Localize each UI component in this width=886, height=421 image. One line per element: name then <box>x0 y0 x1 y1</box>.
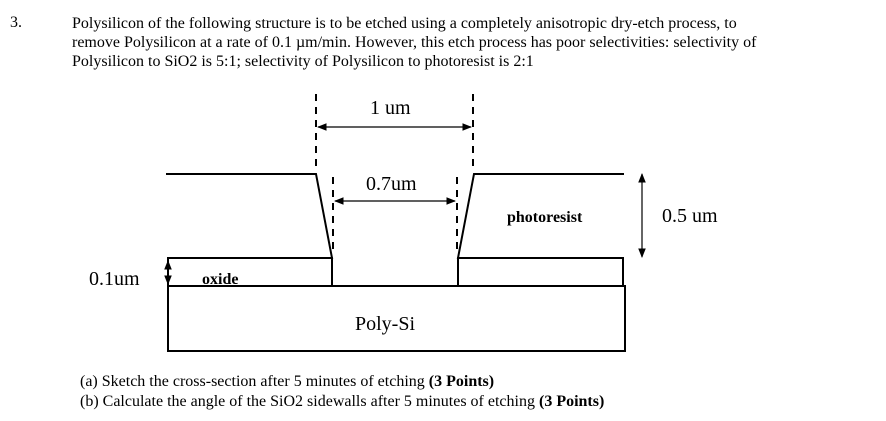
label-photoresist: photoresist <box>507 209 583 226</box>
question-number: 3. <box>10 14 22 31</box>
part-b-points: (3 Points) <box>538 393 605 410</box>
label-1um: 1 um <box>370 97 411 119</box>
question-parts: (a) Sketch the cross-section after 5 min… <box>80 372 604 412</box>
part-a: (a) Sketch the cross-section after 5 min… <box>80 372 604 392</box>
oxide-layer-left <box>167 257 333 287</box>
polysi-substrate <box>167 285 626 352</box>
label-07um: 0.7um <box>366 173 417 195</box>
part-b: (b) Calculate the angle of the SiO2 side… <box>80 392 604 412</box>
statement-line-3: Polysilicon to SiO2 is 5:1; selectivity … <box>72 53 534 70</box>
part-a-text: (a) Sketch the cross-section after 5 min… <box>80 373 429 390</box>
part-a-points: (3 Points) <box>428 373 495 390</box>
photoresist-left-profile <box>166 173 334 259</box>
statement-line-2: remove Polysilicon at a rate of 0.1 µm/m… <box>72 34 757 51</box>
label-polysi: Poly-Si <box>355 313 415 335</box>
statement-line-1: Polysilicon of the following structure i… <box>72 15 737 32</box>
label-05um: 0.5 um <box>662 205 718 227</box>
label-oxide: oxide <box>202 271 238 288</box>
question-statement: Polysilicon of the following structure i… <box>72 14 872 71</box>
oxide-layer-right <box>457 257 624 287</box>
label-01um: 0.1um <box>89 268 140 290</box>
part-b-text: (b) Calculate the angle of the SiO2 side… <box>80 393 539 410</box>
